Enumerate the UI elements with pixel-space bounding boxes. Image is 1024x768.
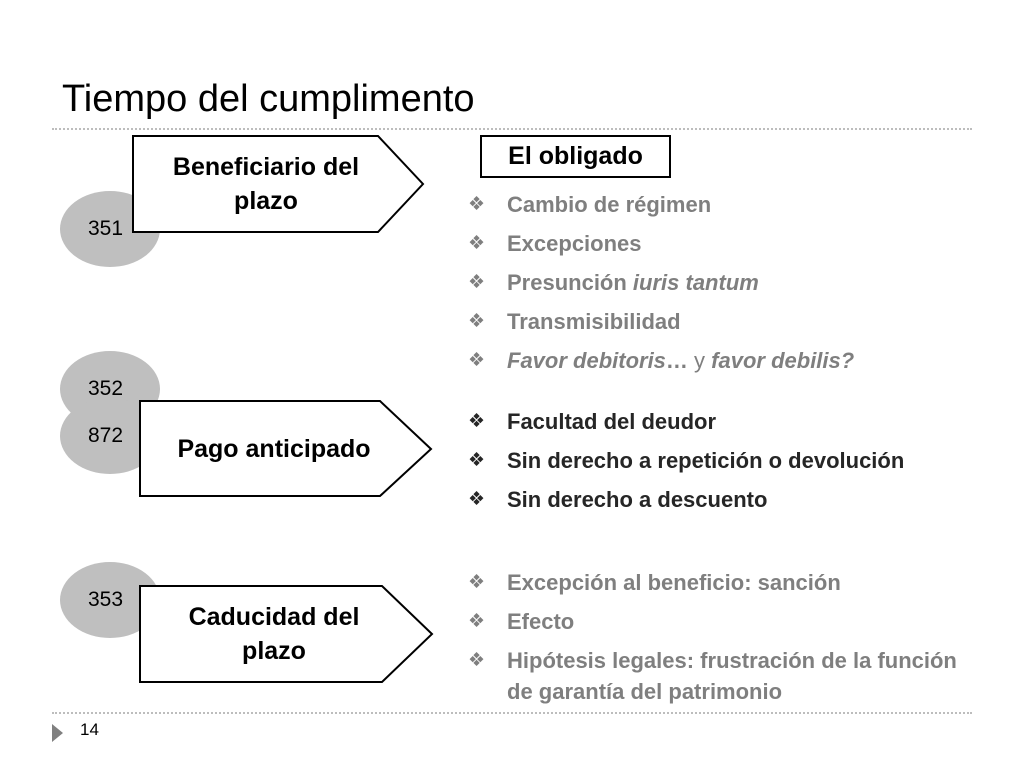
arrow-pago-anticipado xyxy=(139,400,433,497)
diamond-bullet-icon: ❖ xyxy=(468,450,486,471)
list-item: ❖Presunción iuris tantum xyxy=(468,263,854,302)
arrow-label-caducidad: Caducidad del plazo xyxy=(158,600,390,668)
diamond-bullet-icon: ❖ xyxy=(468,350,486,371)
arrow-label-line: plazo xyxy=(234,187,298,215)
diamond-bullet-icon: ❖ xyxy=(468,272,486,293)
list-item: ❖Sin derecho a repetición o devolución xyxy=(468,441,904,480)
obligado-box: El obligado xyxy=(480,135,671,178)
list-item: ❖Transmisibilidad xyxy=(468,302,854,341)
arrow-label-line: Pago anticipado xyxy=(177,435,371,463)
list-item: ❖Excepciones xyxy=(468,224,854,263)
bullet-list-plazo: ❖Cambio de régimen ❖Excepciones ❖Presunc… xyxy=(468,185,854,380)
diamond-bullet-icon: ❖ xyxy=(468,311,486,332)
list-item: ❖Excepción al beneficio: sanción xyxy=(468,563,977,602)
diamond-bullet-icon: ❖ xyxy=(468,194,486,215)
arrow-label-pago-anticipado: Pago anticipado xyxy=(158,432,390,466)
footer-triangle-icon xyxy=(52,724,63,742)
arrow-label-line: plazo xyxy=(242,637,306,665)
bullet-list-pago: ❖Facultad del deudor ❖Sin derecho a repe… xyxy=(468,402,904,519)
title-divider xyxy=(52,128,972,130)
list-item: ❖Cambio de régimen xyxy=(468,185,854,224)
diamond-bullet-icon: ❖ xyxy=(468,650,486,671)
list-item: ❖Efecto xyxy=(468,602,977,641)
diamond-bullet-icon: ❖ xyxy=(468,233,486,254)
diamond-bullet-icon: ❖ xyxy=(468,489,486,510)
slide-title: Tiempo del cumplimento xyxy=(62,78,475,120)
diamond-bullet-icon: ❖ xyxy=(468,411,486,432)
page-number: 14 xyxy=(80,720,99,739)
diamond-bullet-icon: ❖ xyxy=(468,572,486,593)
diamond-bullet-icon: ❖ xyxy=(468,611,486,632)
arrow-caducidad xyxy=(139,585,434,683)
list-item: ❖Hipótesis legales: frustración de la fu… xyxy=(468,641,977,707)
arrow-label-line: Beneficiario del xyxy=(172,153,360,181)
list-item: ❖Sin derecho a descuento xyxy=(468,480,904,519)
footer-divider xyxy=(52,712,972,714)
list-item: ❖Facultad del deudor xyxy=(468,402,904,441)
arrow-beneficiario xyxy=(132,135,425,233)
bullet-list-caducidad: ❖Excepción al beneficio: sanción ❖Efecto… xyxy=(468,563,977,707)
list-item: ❖Favor debitoris… y favor debilis? xyxy=(468,341,854,380)
arrow-label-beneficiario: Beneficiario del plazo xyxy=(150,150,382,218)
arrow-label-line: Caducidad del xyxy=(188,603,360,631)
